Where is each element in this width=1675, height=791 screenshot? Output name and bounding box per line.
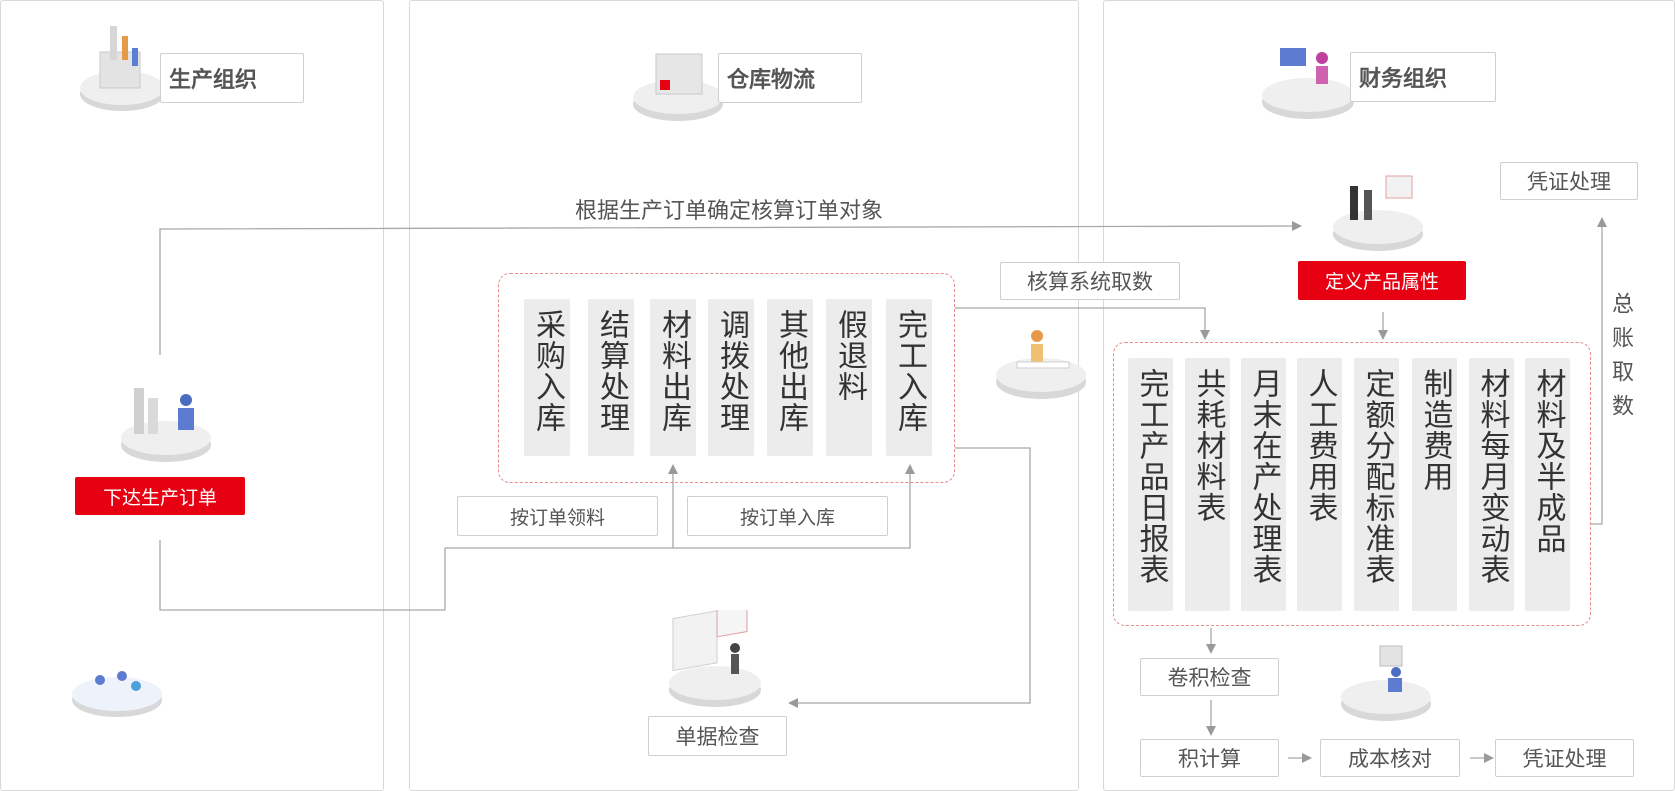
system-fetch-label: 核算系统取数 — [1000, 262, 1180, 300]
op-material-out[interactable]: 材料出库 — [650, 299, 696, 456]
finance-reports-group — [1113, 342, 1591, 626]
order-object-text: 根据生产订单确定核算订单对象 — [575, 199, 884, 224]
report-labor-cost[interactable]: 人工费用表 — [1297, 358, 1342, 611]
line-warehouse-to-finance — [955, 307, 1210, 340]
op-false-return[interactable]: 假退料 — [826, 299, 872, 456]
warehouse-operations-group — [498, 273, 955, 483]
warehouse-title: 仓库物流 — [718, 53, 862, 103]
report-material-semi-finished[interactable]: 材料及半成品 — [1525, 358, 1570, 611]
report-finished-daily[interactable]: 完工产品日报表 — [1128, 358, 1173, 611]
gl-fetch-label: 总账取数 — [1608, 292, 1633, 428]
finance-title: 财务组织 — [1350, 52, 1496, 102]
computer-user-illustration — [1341, 645, 1431, 721]
desk-person-illustration — [996, 330, 1086, 399]
report-shared-material[interactable]: 共耗材料表 — [1185, 358, 1230, 611]
op-transfer[interactable]: 调拨处理 — [708, 299, 754, 456]
op-purchase-in[interactable]: 采购入库 — [524, 299, 570, 456]
voucher-processing-bottom-label: 凭证处理 — [1495, 739, 1634, 777]
define-product-attributes-button[interactable]: 定义产品属性 — [1298, 261, 1466, 300]
line-finish-to-doccheck — [788, 447, 1031, 708]
op-other-out[interactable]: 其他出库 — [767, 299, 813, 456]
finance-illustration — [1262, 48, 1354, 119]
by-order-picking-label: 按订单领料 — [457, 496, 658, 536]
line-issue-to-warehouse — [159, 464, 915, 611]
worker-illustration — [121, 388, 211, 462]
production-panel — [0, 0, 384, 791]
by-order-receiving-label: 按订单入库 — [687, 496, 888, 536]
report-wip-month-end[interactable]: 月末在产处理表 — [1241, 358, 1286, 611]
line-order-to-define — [159, 221, 1302, 355]
issue-production-order-button[interactable]: 下达生产订单 — [75, 477, 245, 515]
report-quota-standard[interactable]: 定额分配标准表 — [1354, 358, 1399, 611]
op-settlement[interactable]: 结算处理 — [588, 299, 634, 456]
factory-illustration — [80, 26, 164, 111]
cost-check-label: 成本核对 — [1320, 739, 1460, 777]
meeting-illustration — [1333, 175, 1423, 251]
volume-check-label: 卷积检查 — [1140, 658, 1279, 696]
voucher-processing-top-label: 凭证处理 — [1500, 162, 1638, 200]
presenter-illustration — [669, 610, 761, 707]
line-reports-to-voucher — [1590, 217, 1607, 525]
op-finished-in[interactable]: 完工入库 — [886, 299, 932, 456]
report-manufacturing-cost[interactable]: 制造费用 — [1412, 358, 1457, 611]
production-title: 生产组织 — [160, 53, 304, 103]
report-material-monthly-change[interactable]: 材料每月变动表 — [1469, 358, 1514, 611]
document-check-label: 单据检查 — [648, 716, 787, 756]
warehouse-illustration — [633, 53, 723, 121]
calc-label: 积计算 — [1140, 739, 1279, 777]
team-illustration — [72, 671, 162, 717]
